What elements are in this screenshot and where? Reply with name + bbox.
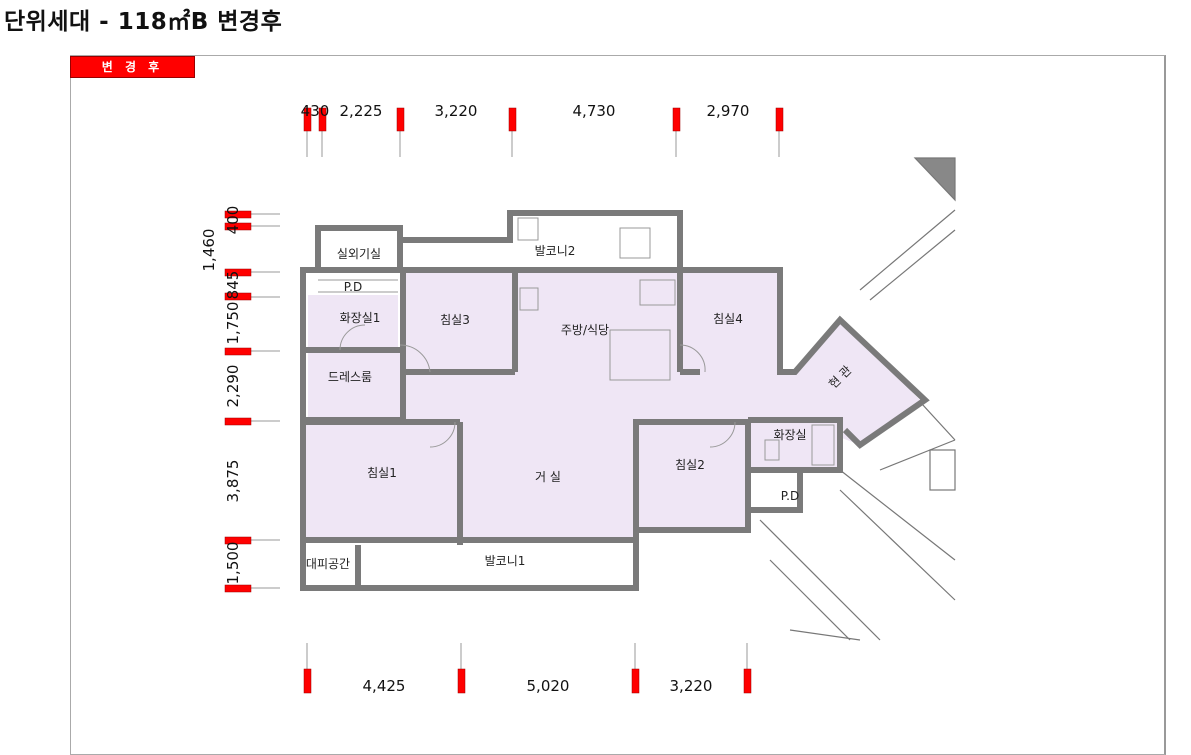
room-bath1: 화장실1 — [340, 311, 381, 325]
dim-bottom-2: 5,020 — [527, 677, 570, 695]
floor-plan: 실외기실 발코니2 P.D 화장실1 침실3 주방/식당 침실4 드레스룸 현 … — [200, 102, 956, 695]
room-balcony2: 발코니2 — [535, 244, 576, 258]
room-bed2: 침실2 — [675, 458, 705, 472]
top-dimension-markers — [306, 130, 780, 157]
dim-top-5: 2,970 — [707, 102, 750, 120]
neighbor-lines — [759, 157, 956, 641]
top-red-ticks — [303, 107, 784, 132]
dim-left-1: 400 — [224, 206, 242, 235]
after-change-badge: 변 경 후 — [70, 56, 195, 78]
dim-left-outer: 1,460 — [200, 229, 218, 272]
room-labels: 실외기실 발코니2 P.D 화장실1 침실3 주방/식당 침실4 드레스룸 현 … — [306, 244, 854, 571]
left-dimension-markers — [250, 213, 280, 589]
walls — [300, 210, 930, 591]
page-title: 단위세대 - 118㎡B 변경후 — [4, 9, 283, 35]
dim-left-3: 1,750 — [224, 302, 242, 345]
bottom-red-ticks — [303, 668, 752, 694]
room-pd-right: P.D — [781, 489, 799, 503]
dim-left-6: 1,500 — [224, 542, 242, 585]
room-pd-top: P.D — [344, 280, 362, 294]
left-red-ticks — [224, 210, 252, 593]
room-evac: 대피공간 — [306, 557, 350, 571]
room-kitchen: 주방/식당 — [561, 323, 609, 337]
dim-left-5: 3,875 — [224, 460, 242, 503]
room-outdoor-unit: 실외기실 — [337, 247, 381, 261]
room-living: 거 실 — [535, 470, 561, 484]
dim-left-2: 845 — [224, 271, 242, 300]
bottom-dimension-markers — [306, 643, 748, 670]
room-bed4: 침실4 — [713, 312, 743, 326]
dim-bottom-3: 3,220 — [670, 677, 713, 695]
dim-bottom-1: 4,425 — [363, 677, 406, 695]
dim-top-4: 4,730 — [573, 102, 616, 120]
dim-top-3: 3,220 — [435, 102, 478, 120]
room-bed1: 침실1 — [367, 466, 397, 480]
room-bath2: 화장실 — [773, 428, 806, 442]
room-balcony1: 발코니1 — [485, 554, 526, 568]
room-bed3: 침실3 — [440, 313, 470, 327]
room-dress: 드레스룸 — [328, 370, 372, 384]
room-fills — [306, 270, 920, 540]
dim-left-4: 2,290 — [224, 365, 242, 408]
dim-top-1: 430 — [301, 102, 330, 120]
door-swings — [318, 217, 835, 466]
dim-top-2: 2,225 — [340, 102, 383, 120]
